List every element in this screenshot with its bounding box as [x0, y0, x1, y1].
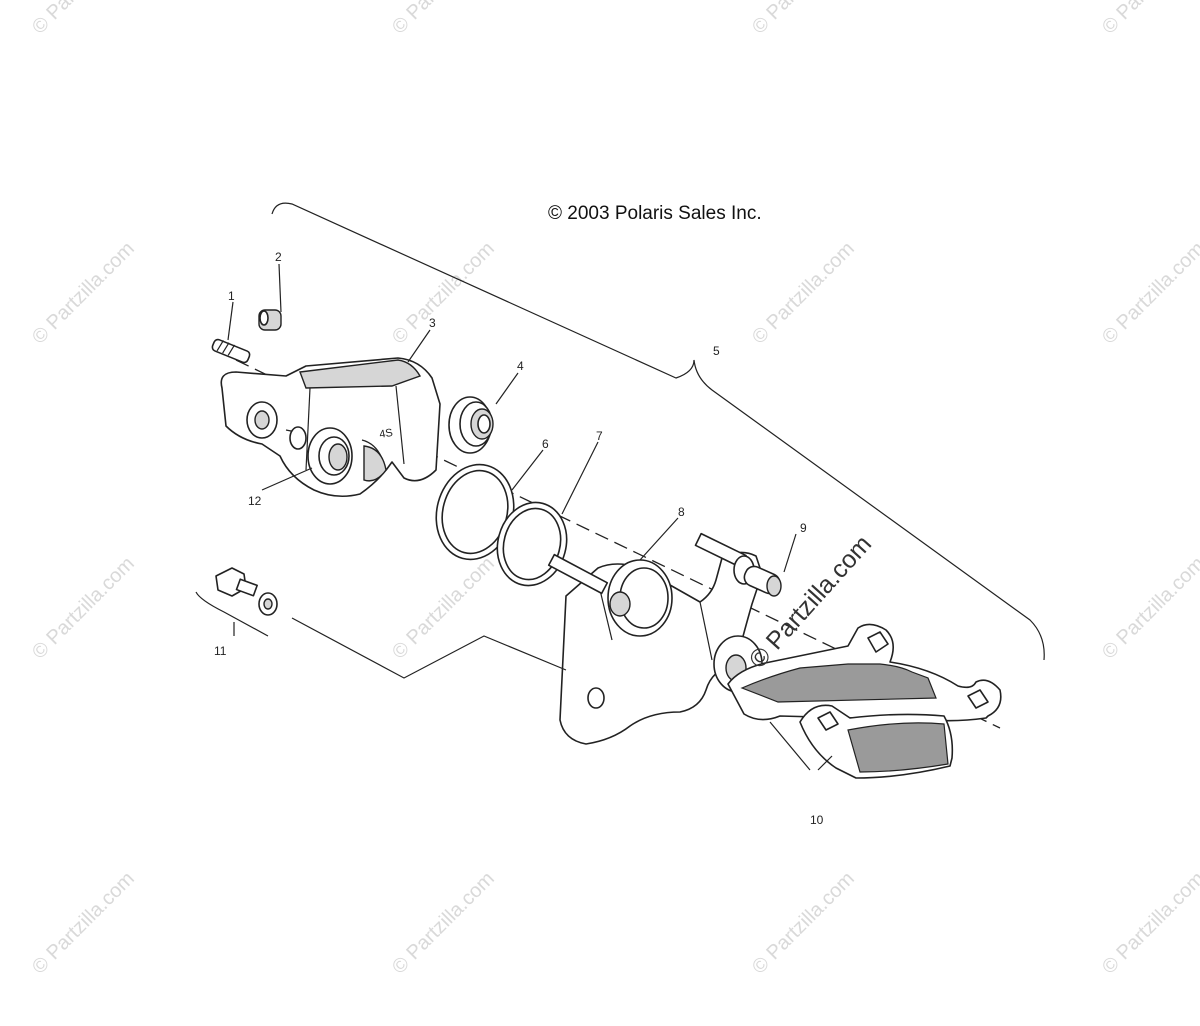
- assembly-bracket: [271, 202, 1045, 661]
- callout-2: 2: [275, 250, 282, 264]
- leader-lines: [227, 263, 833, 771]
- callout-12: 12: [248, 494, 262, 508]
- mounting-bolt: [215, 567, 258, 597]
- watermark: © Partzilla.com: [28, 0, 139, 39]
- caliper-stamp: 4S: [378, 427, 393, 441]
- o-ring-large: [435, 463, 515, 561]
- callout-9: 9: [800, 521, 807, 535]
- callout-5: 5: [713, 344, 720, 358]
- guide-pin: [743, 565, 782, 597]
- watermark: © Partzilla.com: [388, 0, 499, 39]
- callout-3: 3: [429, 316, 436, 330]
- watermark: © Partzilla.com: [748, 868, 859, 979]
- caliper-body: 4S: [220, 357, 441, 498]
- watermark: © Partzilla.com: [748, 238, 859, 349]
- callout-4: 4: [517, 359, 524, 373]
- watermark: © Partzilla.com: [388, 868, 499, 979]
- watermark: © Partzilla.com: [28, 868, 139, 979]
- brake-pad-outer: [799, 704, 954, 779]
- watermark: © Partzilla.com: [1098, 238, 1200, 349]
- watermark: © Partzilla.com: [388, 238, 499, 349]
- piston-boot: [448, 396, 494, 454]
- watermark: © Partzilla.com: [28, 553, 139, 664]
- watermark: © Partzilla.com: [748, 0, 859, 39]
- caliper-bracket: [547, 532, 763, 745]
- washer: [258, 592, 278, 616]
- callout-8: 8: [678, 505, 685, 519]
- bolt-bracket: [195, 591, 269, 637]
- bolt-leader: [291, 617, 567, 679]
- bleeder-screw: [211, 338, 251, 364]
- watermark: © Partzilla.com: [388, 553, 499, 664]
- brake-pad-inner: [727, 623, 1002, 722]
- watermark: © Partzilla.com: [1098, 0, 1200, 39]
- copyright-text: © 2003 Polaris Sales Inc.: [548, 203, 762, 224]
- bleeder-cap: [258, 309, 282, 331]
- watermark: © Partzilla.com: [1098, 868, 1200, 979]
- caliper-piston-boot: [307, 427, 387, 485]
- watermark: © Partzilla.com: [28, 238, 139, 349]
- watermark-grid: © Partzilla.com © Partzilla.com © Partzi…: [28, 0, 1200, 979]
- callout-7: 7: [596, 429, 603, 443]
- callout-10: 10: [810, 813, 824, 827]
- callout-1: 1: [228, 289, 235, 303]
- watermark: © Partzilla.com: [1098, 553, 1200, 664]
- callout-6: 6: [542, 437, 549, 451]
- callout-11: 11: [214, 644, 227, 658]
